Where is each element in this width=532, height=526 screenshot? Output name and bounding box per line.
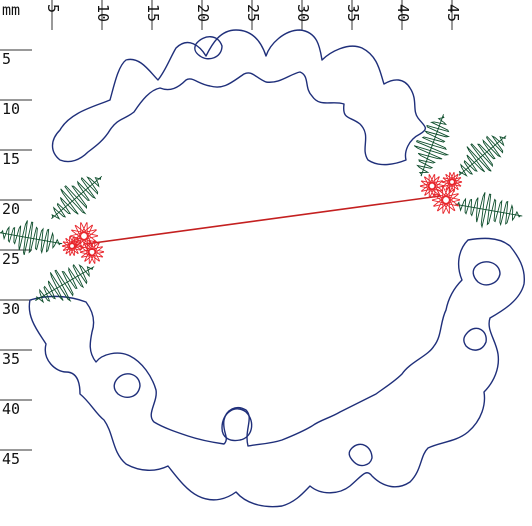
holly-cluster-right bbox=[413, 114, 523, 229]
holly-berry bbox=[61, 236, 83, 256]
holly-berry-stitches bbox=[61, 236, 83, 256]
x-ruler: 5 10 15 20 25 30 35 40 45 bbox=[44, 0, 462, 30]
merry-inner-loop bbox=[194, 36, 223, 60]
x-ruler-tick-label: 25 bbox=[244, 4, 262, 22]
holly-berry-stitches bbox=[441, 172, 463, 192]
christmas-inner-loop-a bbox=[463, 327, 487, 351]
x-ruler-tick-label: 5 bbox=[44, 4, 62, 13]
christmas-outline bbox=[28, 237, 525, 508]
y-ruler-tick-label: 35 bbox=[2, 350, 20, 368]
christmas-inner-loop-s bbox=[472, 261, 501, 286]
x-ruler-tick-label: 10 bbox=[94, 4, 112, 22]
holly-leaf-stitches bbox=[0, 220, 63, 255]
holly-berry bbox=[431, 186, 461, 214]
holly-leaf-spine bbox=[458, 136, 506, 176]
holly-leaf-spine bbox=[51, 177, 101, 219]
x-ruler-tick-label: 35 bbox=[344, 4, 362, 22]
holly-cluster-left bbox=[0, 175, 105, 304]
holly-leaf-stitches bbox=[458, 135, 507, 177]
holly-leaf-spine bbox=[35, 267, 93, 301]
y-ruler-tick-label: 20 bbox=[2, 200, 20, 218]
holly-leaf-spine bbox=[0, 232, 61, 244]
y-ruler-tick-label: 40 bbox=[2, 400, 20, 418]
y-ruler-tick-label: 15 bbox=[2, 150, 20, 168]
y-ruler-tick-label: 5 bbox=[2, 50, 11, 68]
y-ruler: 5 10 15 20 25 30 35 40 45 bbox=[0, 49, 32, 468]
holly-leaf-spine bbox=[420, 115, 444, 177]
holly-berry bbox=[69, 222, 99, 250]
x-ruler-tick-label: 40 bbox=[394, 4, 412, 22]
holly-leaf bbox=[458, 135, 507, 177]
holly-leaf bbox=[413, 114, 451, 177]
x-ruler-tick-label: 30 bbox=[294, 4, 312, 22]
merry-outline bbox=[51, 29, 427, 166]
y-ruler-tick-label: 45 bbox=[2, 450, 20, 468]
y-ruler-tick-label: 10 bbox=[2, 100, 20, 118]
holly-berry bbox=[79, 240, 105, 264]
holly-berry-stitches bbox=[79, 240, 105, 264]
holly-berry-stitches bbox=[69, 222, 99, 250]
y-ruler-tick-label: 25 bbox=[2, 250, 20, 268]
i-dot-outline bbox=[221, 408, 253, 442]
holly-leaf bbox=[455, 192, 523, 229]
y-ruler-tick-label: 30 bbox=[2, 300, 20, 318]
holly-berry-stitches bbox=[431, 186, 461, 214]
holly-leaf-spine bbox=[455, 203, 521, 217]
holly-leaf bbox=[51, 175, 103, 220]
ruler: mm 5 10 15 20 25 30 35 40 45 5 10 15 20 25 30 35 40 45 bbox=[0, 0, 462, 468]
jump-stitch-line bbox=[85, 195, 441, 245]
x-ruler-tick-label: 15 bbox=[144, 4, 162, 22]
holly-leaf-stitches bbox=[35, 264, 95, 304]
x-ruler-tick-label: 20 bbox=[194, 4, 212, 22]
holly-leaf-stitches bbox=[413, 114, 451, 177]
christmas-inner-loop-h bbox=[113, 373, 141, 398]
holly-berry-stitches bbox=[419, 174, 445, 198]
holly-leaf bbox=[0, 220, 63, 255]
holly-leaf bbox=[35, 264, 95, 304]
holly-leaf-stitches bbox=[455, 192, 523, 229]
holly-berry bbox=[441, 172, 463, 192]
x-ruler-tick-label: 45 bbox=[444, 4, 462, 22]
ruler-unit-label: mm bbox=[2, 1, 20, 19]
holly-leaf-stitches bbox=[51, 175, 103, 220]
m-inner-loop bbox=[348, 443, 373, 467]
lettering-outline bbox=[28, 29, 525, 508]
holly-berry bbox=[419, 174, 445, 198]
